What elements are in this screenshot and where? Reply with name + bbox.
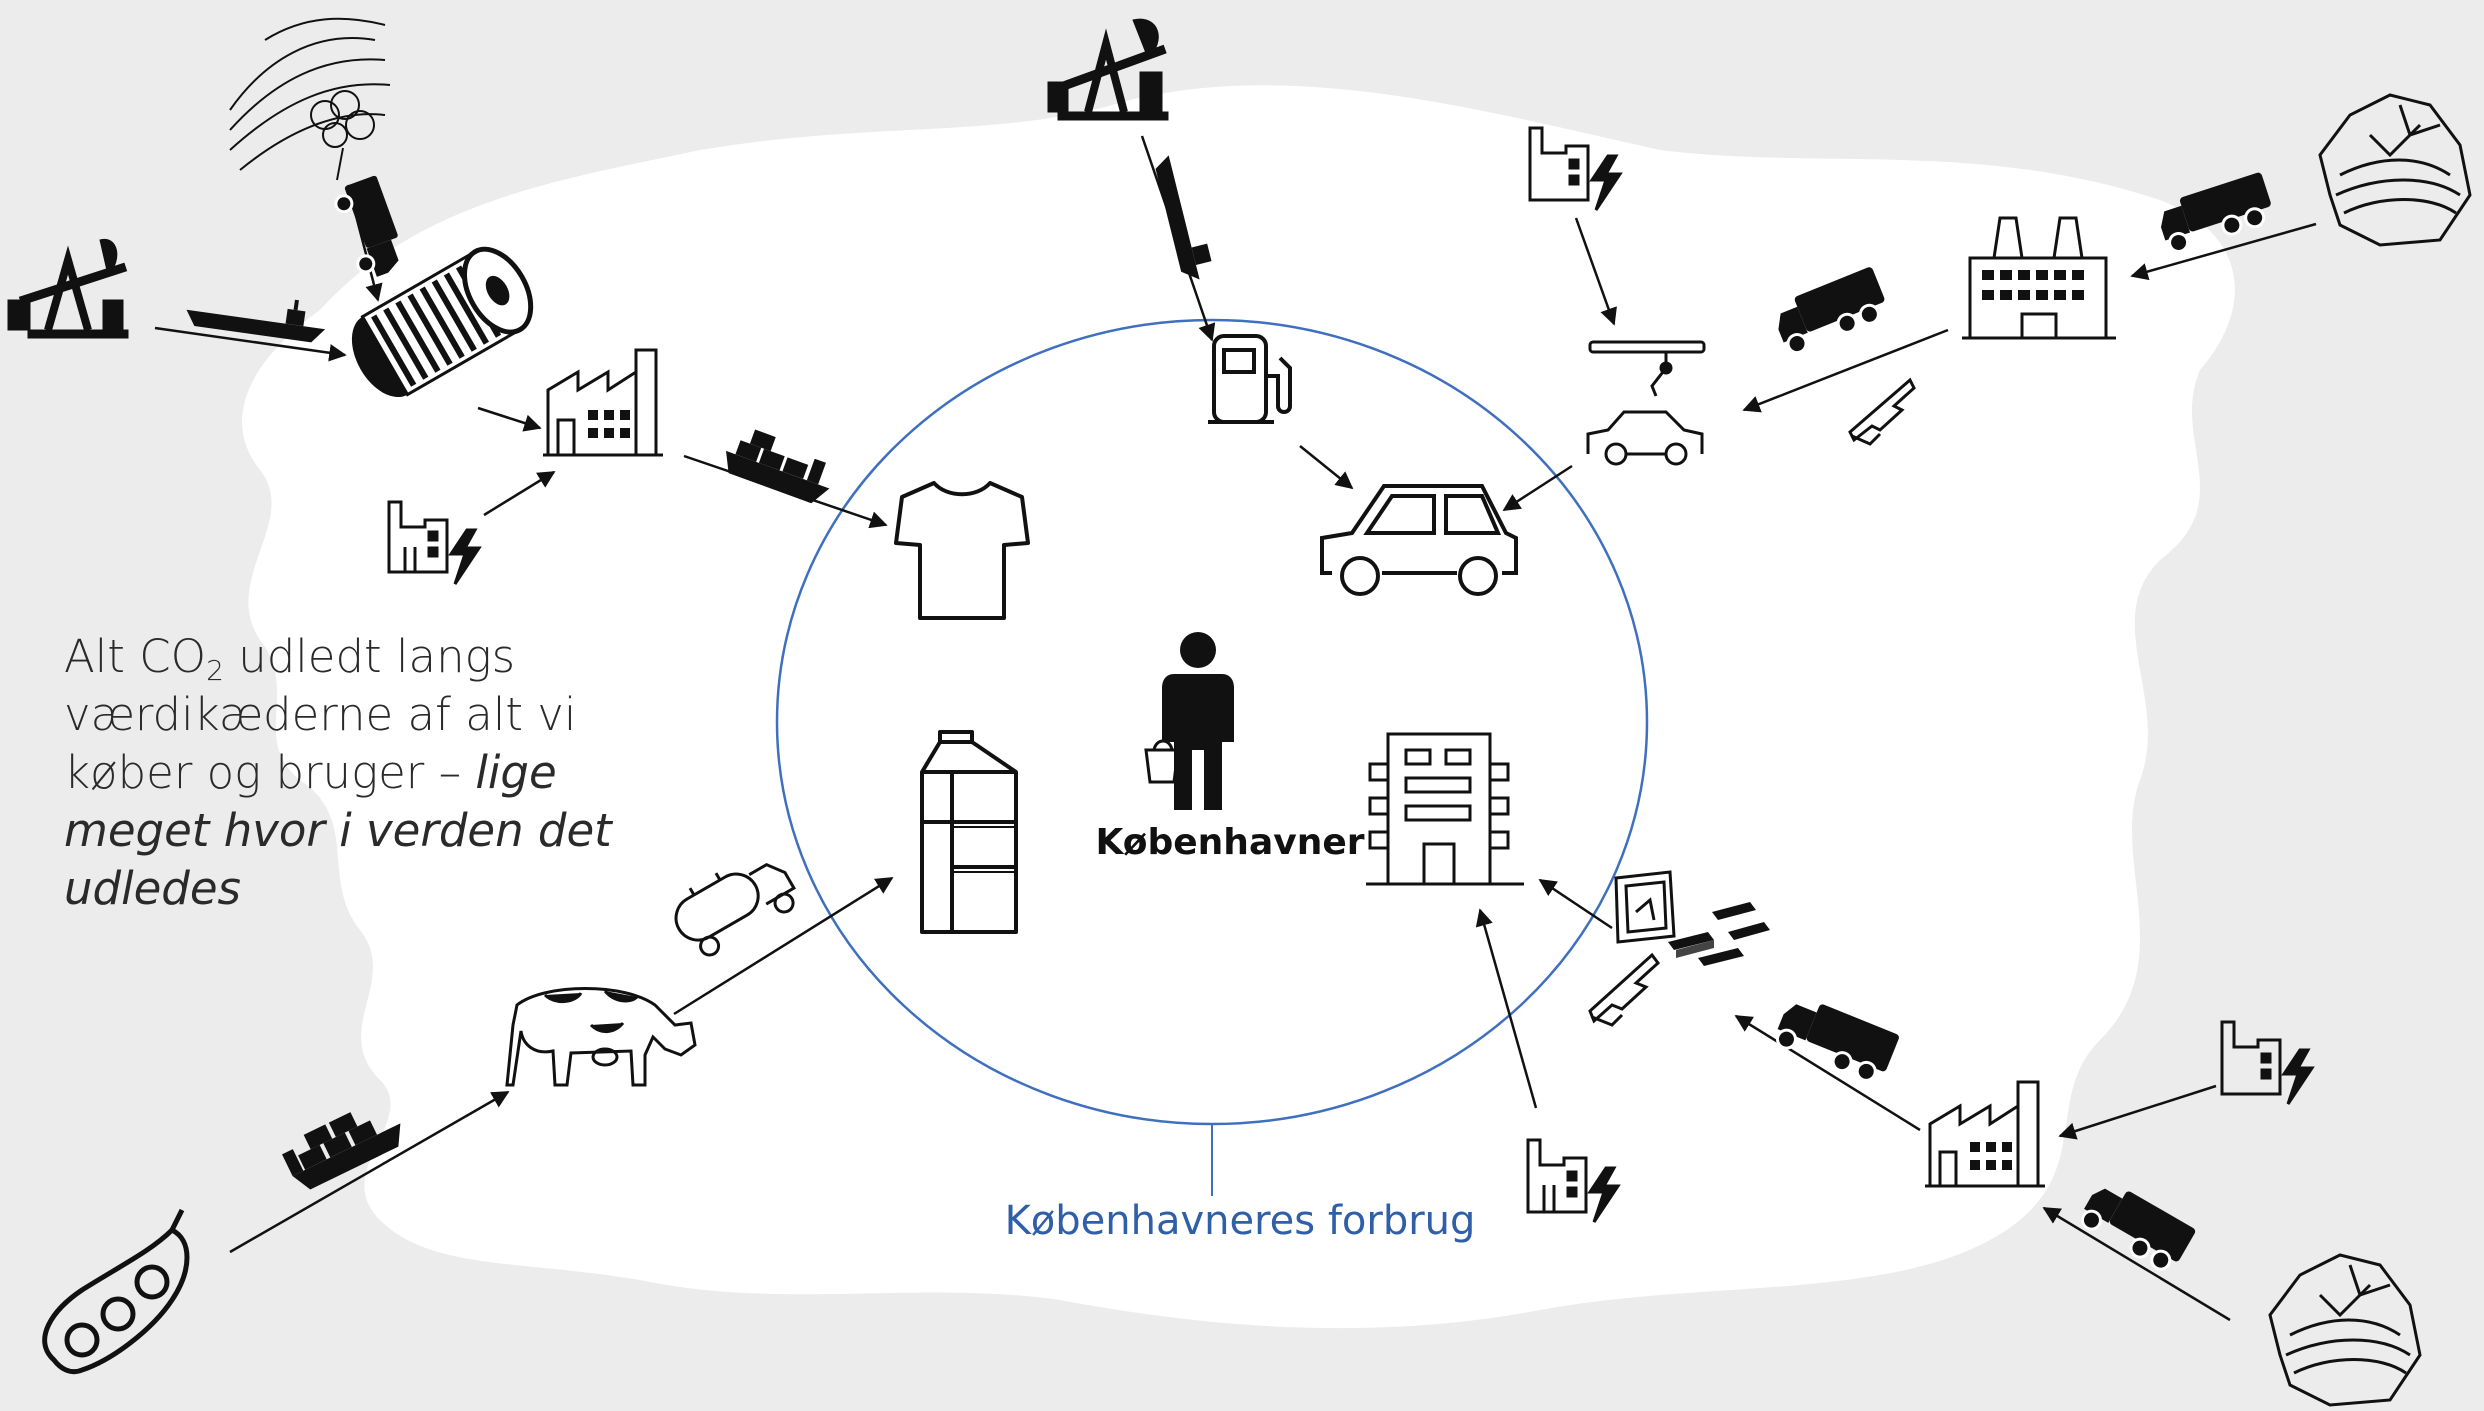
person-icon [1144,632,1234,810]
oil-pump-icon [1047,18,1169,121]
truck-icon [334,175,399,277]
center-label: Københavner [1095,822,1365,863]
container-ship-icon [282,1112,401,1190]
arrow-mine-to-factory [2042,1206,2231,1322]
mine-rock-icon [2268,1253,2422,1407]
power-plant-icon [2220,1020,2315,1105]
background-blob [560,230,1180,380]
thread-spool-icon [351,246,534,398]
flow-arrows [154,135,2317,1322]
arrow-power-to-factory [483,470,556,517]
caption-line-1: Alt CO2 udledt langs [64,628,704,686]
soybean-icon [42,1208,190,1375]
arrow-power-to-assembly [1574,217,1617,326]
milk-tanker-truck-icon [674,862,796,957]
truck-icon [1775,1004,1899,1082]
container-ship-icon [726,429,830,504]
factory-icon [543,348,663,457]
fuel-pump-icon [1208,334,1292,424]
truck-icon [2080,1188,2196,1271]
tanker-ship-icon [1155,155,1212,280]
truck-icon [2160,172,2271,253]
car-assembly-icon [1586,340,1706,466]
caption-line-3-italic: lige [475,746,557,799]
arrow-power-to-building [1475,908,1538,1109]
oil-pump-icon [7,238,129,339]
milk-carton-icon [920,730,1018,934]
truck-icon [1778,267,1885,355]
caption-text: Alt CO2 udledt langs værdikæderne af alt… [64,628,704,918]
apartment-building-icon [1366,732,1524,886]
power-plant-icon [1528,126,1623,211]
circle-label: Københavneres forbrug [1004,1198,1476,1244]
arrow-assembly-to-car [1502,464,1573,512]
caption-line-3: køber og bruger – lige [64,744,704,802]
caption-co2: Alt CO [64,630,207,683]
caption-line-2: værdikæderne af alt vi [64,688,577,741]
steel-mill-icon [1962,216,2116,340]
power-plant-icon [387,500,482,585]
arrow-mill-to-assembly [1742,328,1949,413]
cement-bag-icon [1614,870,1676,944]
steel-beam-icon [1588,952,1661,1027]
power-plant-icon [1526,1138,1621,1223]
caption-line-1-rest: udledt langs [223,630,516,683]
arrow-fuel-to-car [1299,445,1354,490]
cotton-field-icon [229,17,391,181]
arrow-factory-to-materials [1734,1014,1921,1132]
caption-co2-subscript: 2 [206,654,224,687]
tanker-ship-icon [186,299,326,343]
arrow-materials-to-building [1538,878,1613,930]
car-icon [1320,484,1518,596]
arrow-cow-to-milk [673,876,894,1016]
caption-line-5: udledes [64,862,241,915]
arrow-soy-to-cow [229,1090,510,1254]
cow-icon [505,987,697,1087]
caption-line-4: meget hvor i verden det [64,804,612,857]
factory-icon [1925,1080,2045,1188]
arrow-oil-to-spool [154,326,347,362]
arrow-spool-to-factory [477,406,542,432]
caption-line-3-plain: køber og bruger – [64,746,476,799]
steel-beam-icon [1848,377,1916,446]
mine-rock-icon [2318,93,2472,247]
bricks-icon [1668,902,1770,966]
tshirt-icon [894,481,1030,620]
arrow-mine-to-mill [2130,222,2317,281]
arrow-power-to-factory-2 [2058,1084,2217,1140]
